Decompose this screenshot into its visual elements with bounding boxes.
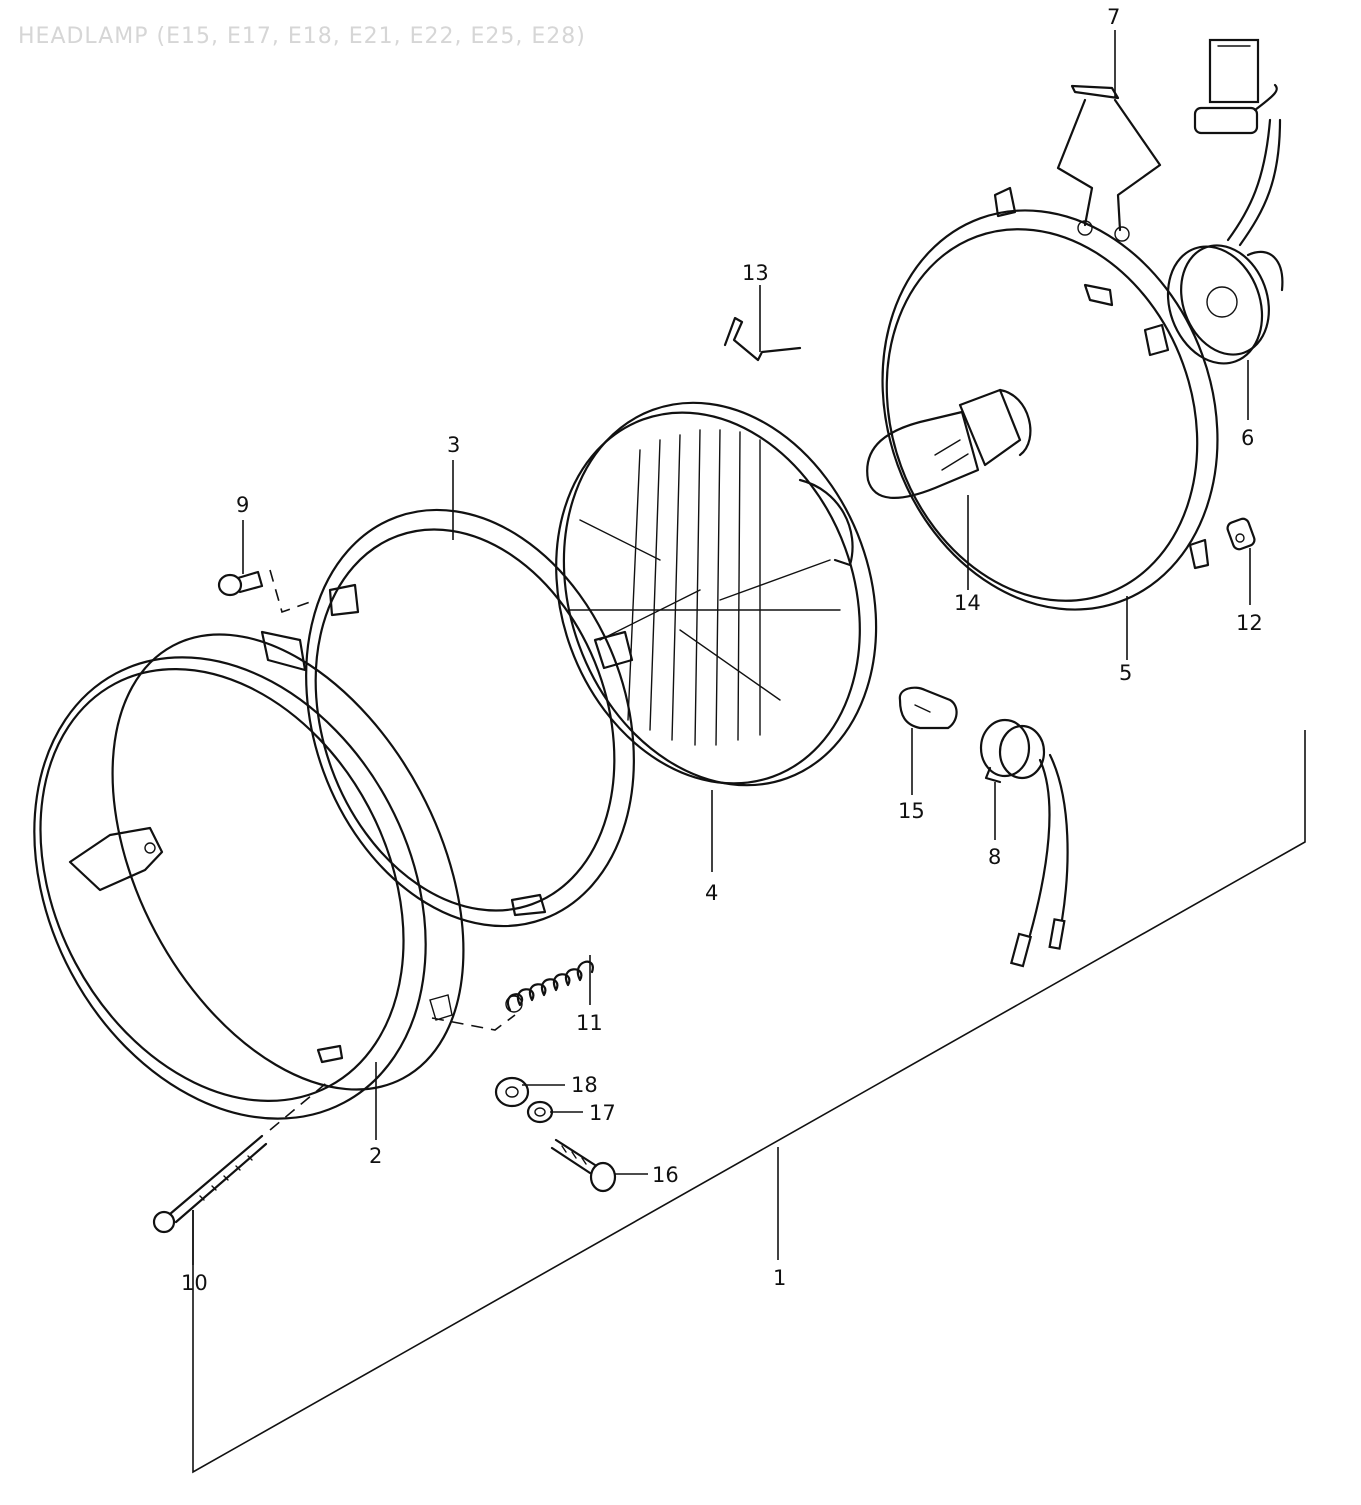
diagram-title: HEADLAMP (E15, E17, E18, E21, E22, E25, … <box>18 24 586 49</box>
part-spring-clip <box>1056 84 1162 242</box>
part-housing <box>33 630 516 1120</box>
callout-5: 5 <box>1119 661 1132 685</box>
part-screw-9 <box>217 569 311 614</box>
callout-13: 13 <box>742 261 769 285</box>
part-bolt-10 <box>152 1079 331 1234</box>
callout-18: 18 <box>571 1073 598 1097</box>
part-mounting-ring <box>881 186 1219 611</box>
callout-9: 9 <box>236 493 249 517</box>
callout-10: 10 <box>181 1271 208 1295</box>
part-rim <box>305 508 635 928</box>
callout-16: 16 <box>652 1163 679 1187</box>
callout-17: 17 <box>589 1101 616 1125</box>
part-bulb-15 <box>898 686 958 730</box>
part-washer-18 <box>494 1076 530 1108</box>
callout-8: 8 <box>988 845 1001 869</box>
part-screw-16 <box>550 1138 617 1193</box>
callout-15: 15 <box>898 799 925 823</box>
part-bulb-12 <box>1226 517 1256 551</box>
callout-12: 12 <box>1236 611 1263 635</box>
callout-2: 2 <box>369 1144 382 1168</box>
callout-1: 1 <box>773 1266 786 1290</box>
part-spring-11 <box>505 960 594 1013</box>
callout-3: 3 <box>447 433 460 457</box>
leader-lines <box>192 30 1251 1265</box>
callout-7: 7 <box>1107 5 1120 29</box>
part-socket-harness <box>1166 38 1284 365</box>
part-lens-unit <box>555 401 878 787</box>
callout-4: 4 <box>705 881 718 905</box>
callout-6: 6 <box>1241 426 1254 450</box>
assembly-bracket <box>192 730 1306 1474</box>
callouts: 7 13 3 9 6 14 12 5 15 8 4 11 18 17 2 16 … <box>181 5 1263 1295</box>
part-nut-17 <box>526 1100 554 1124</box>
callout-11: 11 <box>576 1011 603 1035</box>
part-wire-clip-13 <box>723 316 802 362</box>
part-bulb-14 <box>866 388 1032 499</box>
part-position-socket <box>979 718 1069 968</box>
callout-14: 14 <box>954 591 981 615</box>
